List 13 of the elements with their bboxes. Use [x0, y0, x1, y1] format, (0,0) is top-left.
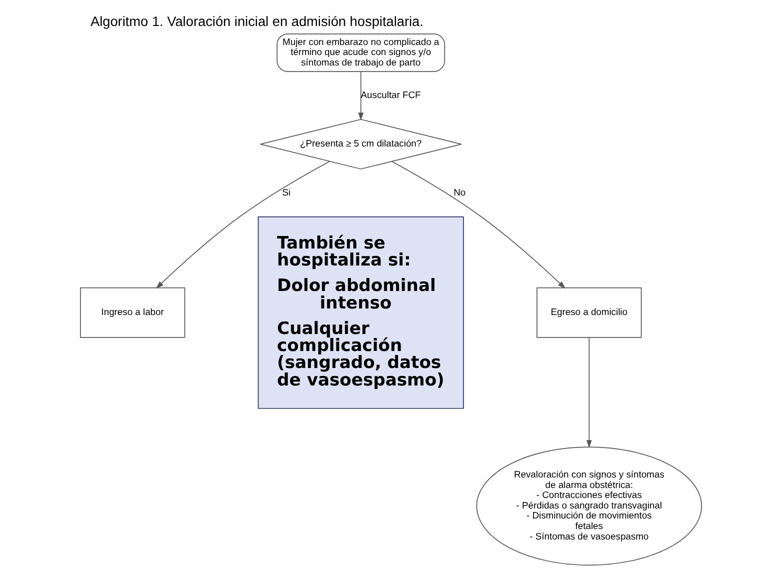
node-box: Ingreso a labor	[80, 287, 186, 338]
node-box: Egreso a domicilio	[536, 287, 642, 338]
node-ellipse: Revaloración con signos y síntomas de alarma obstétrica: - Contracciones efectivas - Pérdidas o sangrado transvaginal - Disminución de movimientos fetales - Síntomas de vasoespasmo	[476, 446, 702, 566]
edge-label: Si	[282, 186, 291, 198]
node-box: Mujer con embarazo no complicado a término que acude con signos y/o síntomas de trabajo de parto	[276, 33, 446, 72]
node-diamond: ¿Presenta ≥ 5 cm dilatación?	[260, 118, 462, 170]
arrow	[156, 160, 330, 289]
edge-label: No	[454, 186, 466, 198]
arrow	[391, 160, 566, 289]
diagram-title: Algoritmo 1. Valoración inicial en admisión hospitalaria.	[90, 14, 424, 30]
arrow	[358, 71, 364, 120]
arrow	[586, 337, 592, 448]
node-box: También se hospitaliza si: Dolor abdominal intenso Cualquier complicación (sangrado, datos de vasoespasmo)	[258, 216, 464, 409]
